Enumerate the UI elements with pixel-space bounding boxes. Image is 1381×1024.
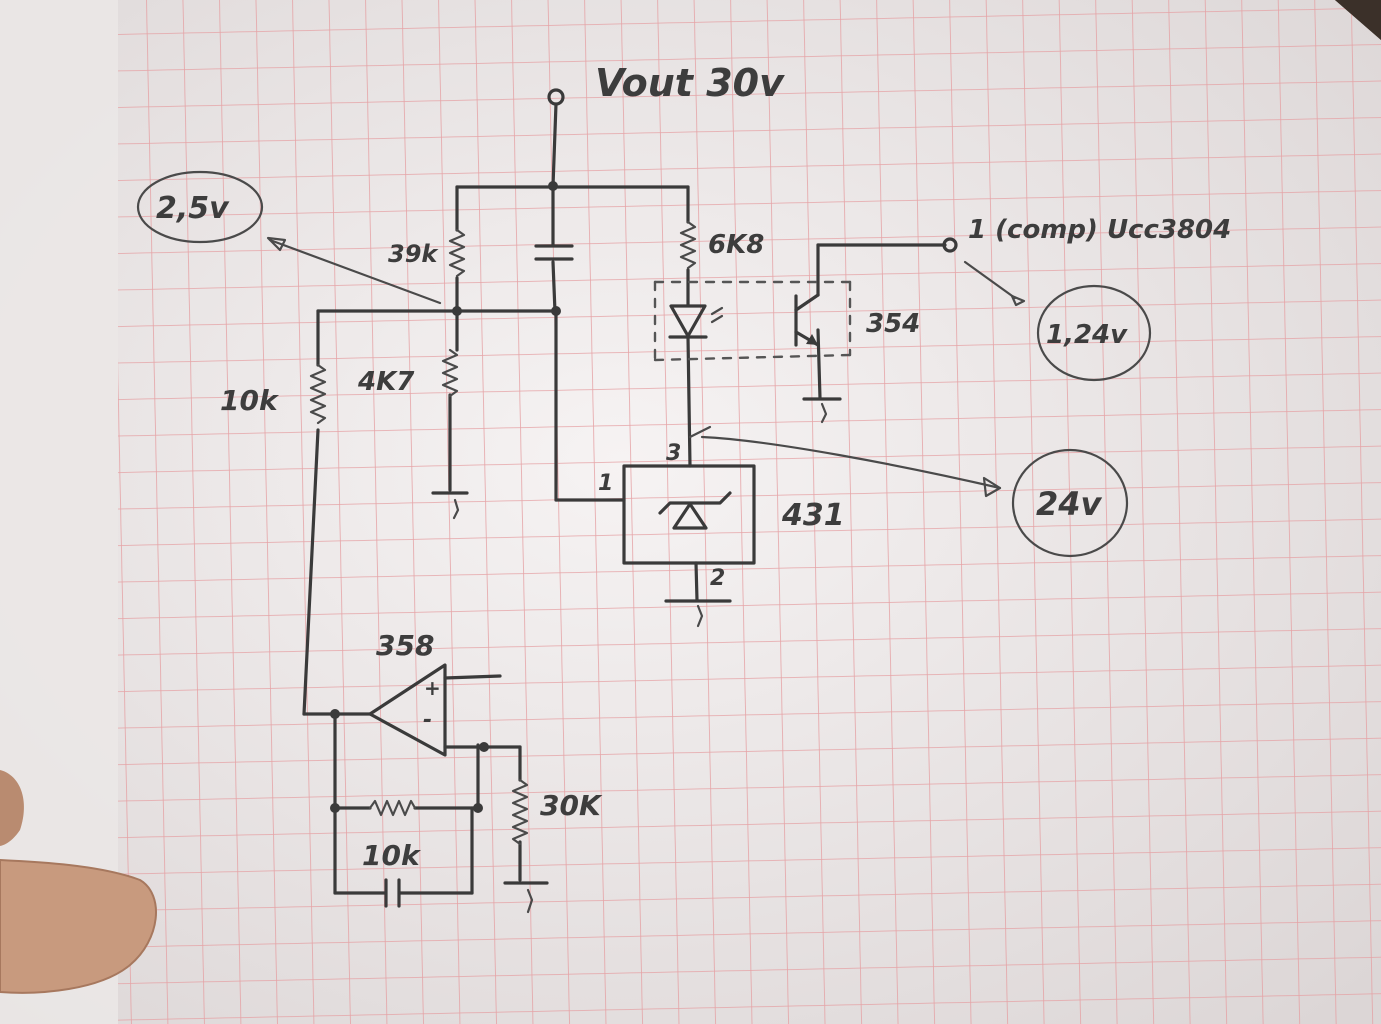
ground-30k	[503, 881, 549, 914]
node-24v-label: 24v	[1036, 485, 1103, 523]
schematic-wires	[302, 88, 947, 895]
resistor-6k8-label: 6K8	[708, 230, 764, 260]
tl431-symbol	[658, 491, 732, 530]
resistor-30k-label: 30K	[540, 789, 603, 822]
node-2v5-label: 2,5v	[156, 191, 230, 226]
ground-opto	[802, 397, 842, 424]
resistor-4k7-label: 4K7	[357, 367, 415, 397]
pin1-label: 1	[598, 471, 613, 496]
node-1v24-circle	[1036, 284, 1152, 382]
optocoupler-led	[668, 304, 724, 339]
tl431-box	[622, 464, 756, 565]
resistor-6k8	[679, 220, 697, 270]
resistor-39k-label: 39k	[388, 240, 439, 268]
resistor-10k-bottom-label: 10k	[362, 839, 422, 872]
grid-paper	[118, 0, 1381, 1024]
opamp-358	[368, 663, 447, 757]
pin3-label: 3	[666, 441, 681, 466]
page-margin	[0, 0, 118, 1024]
ground-431	[664, 599, 732, 628]
comp-pin-label: 1 (comp) Ucc3804	[968, 215, 1231, 245]
opamp-minus-label: -	[423, 708, 432, 733]
comp-terminal	[942, 237, 958, 253]
optocoupler-outline	[653, 280, 852, 362]
finger	[0, 770, 24, 846]
node-1v24-label: 1,24v	[1046, 320, 1128, 350]
optocoupler-transistor	[794, 293, 820, 347]
pin2-label: 2	[710, 566, 725, 591]
capacitor-feedback	[534, 244, 574, 261]
resistor-39k	[448, 228, 466, 278]
resistor-10k-left-label: 10k	[220, 384, 280, 417]
junction-dots	[330, 181, 561, 813]
tl431-label: 431	[781, 498, 845, 533]
opamp-label: 358	[376, 629, 434, 662]
capacitor-bottom	[384, 878, 401, 908]
resistor-10k-bottom	[368, 799, 417, 817]
vout-label: Vout 30v	[595, 61, 785, 105]
ground-4k7	[431, 491, 469, 520]
opamp-plus-label: +	[424, 676, 441, 700]
resistor-4k7	[441, 348, 459, 398]
resistor-10k-left	[309, 363, 327, 425]
node-2v5-circle	[136, 170, 264, 244]
thumb	[0, 858, 157, 994]
resistor-30k	[511, 778, 529, 846]
node-24v-circle	[1011, 448, 1129, 558]
opto-part-label: 354	[866, 309, 920, 339]
annotation-arrows	[266, 236, 1026, 498]
desk-background	[1335, 0, 1381, 40]
